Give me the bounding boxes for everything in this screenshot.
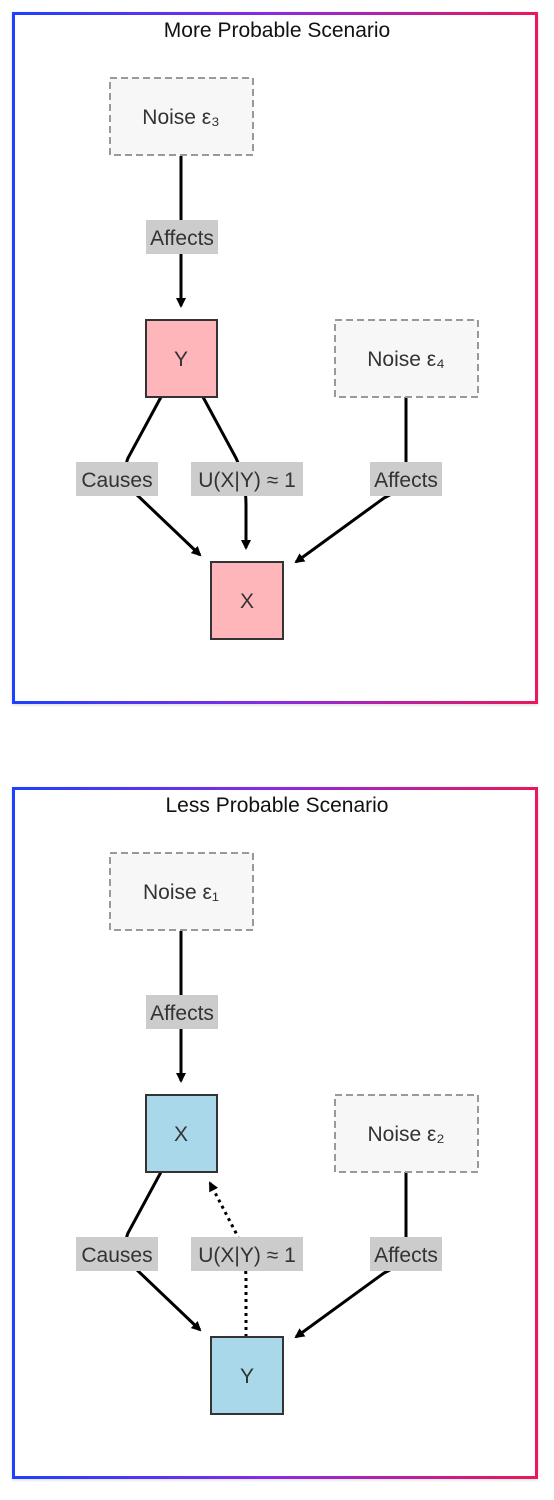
- edge-label-text: U(X|Y) ≈ 1: [198, 1244, 296, 1267]
- bottom-diagram: Affects Causes U(X|Y) ≈ 1 Affects Noise …: [76, 852, 479, 1415]
- node-label: Noise ε₃: [142, 106, 219, 129]
- cause-node: X: [145, 1094, 218, 1173]
- node-label: X: [174, 1123, 188, 1146]
- edge-uncertainty: [208, 1181, 248, 1337]
- edge-label-affects: Affects: [370, 1237, 442, 1271]
- edge-label-uncertainty: U(X|Y) ≈ 1: [191, 1237, 303, 1271]
- effect-node: Y: [210, 1336, 284, 1415]
- top-diagram: Affects Causes U(X|Y) ≈ 1 Affects Noise …: [76, 77, 479, 640]
- noise-node: Noise ε₁: [109, 852, 254, 931]
- edge-label-text: Affects: [150, 1002, 214, 1025]
- edge-label-causes: Causes: [76, 462, 158, 496]
- edge-label-affects: Affects: [146, 995, 218, 1029]
- edge-label-affects: Affects: [370, 462, 442, 496]
- edge-label-text: Affects: [374, 1244, 438, 1267]
- node-label: X: [240, 590, 254, 613]
- node-label: Noise ε₁: [143, 881, 219, 904]
- edge-label-causes: Causes: [76, 1237, 158, 1271]
- noise-node: Noise ε₃: [109, 77, 254, 156]
- bottom-panel-title: Less Probable Scenario: [165, 794, 389, 817]
- edge-label-affects: Affects: [146, 220, 218, 254]
- edge-label-uncertainty: U(X|Y) ≈ 1: [191, 462, 303, 496]
- noise-node: Noise ε₂: [334, 1094, 479, 1173]
- node-label: Y: [174, 348, 188, 371]
- noise-node: Noise ε₄: [334, 319, 479, 398]
- top-panel-title: More Probable Scenario: [163, 19, 391, 42]
- node-label: Y: [240, 1365, 254, 1388]
- edge-label-text: Causes: [81, 469, 152, 492]
- node-label: Noise ε₂: [367, 1123, 444, 1146]
- edge-label-text: Affects: [374, 469, 438, 492]
- cause-node: Y: [145, 319, 218, 398]
- edge-label-text: U(X|Y) ≈ 1: [198, 469, 296, 492]
- edge-label-text: Affects: [150, 227, 214, 250]
- effect-node: X: [210, 561, 284, 640]
- node-label: Noise ε₄: [367, 348, 444, 371]
- edge-label-text: Causes: [81, 1244, 152, 1267]
